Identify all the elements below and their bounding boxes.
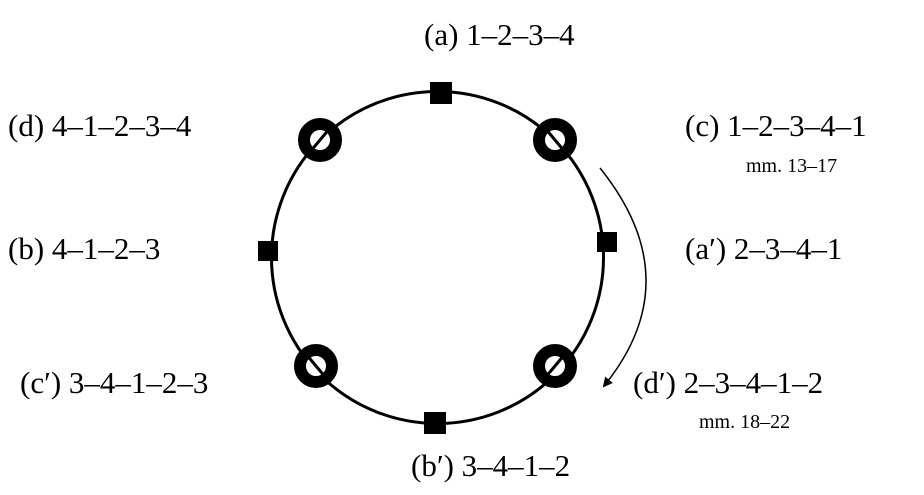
ring-marker-bottom-right — [533, 344, 577, 388]
label-b: (b) 4–1–2–3 — [8, 231, 160, 266]
label-d-prime: (d′) 2–3–4–1–2 — [633, 365, 823, 400]
label-b-prime: (b′) 3–4–1–2 — [411, 448, 570, 483]
label-c-measures: mm. 13–17 — [746, 155, 837, 177]
label-c: (c) 1–2–3–4–1 — [685, 108, 867, 143]
ring-marker-top-right — [533, 118, 577, 162]
label-c-prime: (c′) 3–4–1–2–3 — [20, 365, 208, 400]
square-marker-right — [597, 232, 617, 252]
ring-marker-bottom-left — [294, 344, 338, 388]
label-a-prime: (a′) 2–3–4–1 — [685, 231, 842, 266]
label-d: (d) 4–1–2–3–4 — [8, 108, 192, 143]
square-marker-bottom — [424, 412, 446, 434]
rotation-arrow — [599, 167, 647, 388]
label-d-prime-measures: mm. 18–22 — [699, 411, 790, 433]
square-marker-top — [430, 82, 452, 104]
square-marker-left — [258, 241, 278, 261]
label-a: (a) 1–2–3–4 — [424, 17, 575, 52]
ring-marker-top-left — [298, 118, 342, 162]
